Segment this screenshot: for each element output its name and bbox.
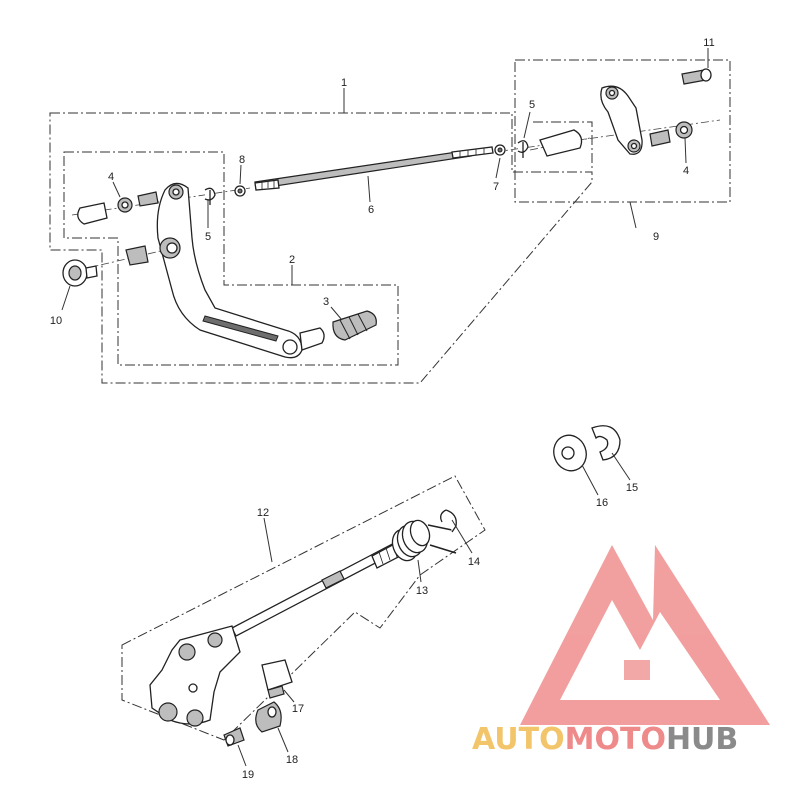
watermark-moto: MOTO [565, 722, 666, 757]
part-4-right-nut-hole [679, 125, 689, 135]
part-5-right-clip [517, 140, 529, 158]
callout-17: 17 [292, 703, 304, 715]
left-rod-end [77, 202, 108, 225]
part-8-washer-hole [237, 188, 243, 194]
right-rod-end [539, 129, 583, 157]
callout-5-right: 5 [529, 99, 535, 111]
watermark-auto: AUTO [472, 722, 565, 757]
callout-14: 14 [468, 556, 480, 568]
callout-7: 7 [493, 181, 499, 193]
part-6-rod [254, 146, 494, 191]
part-13-spring [391, 519, 457, 562]
upper-assembly-box [49, 59, 731, 384]
callout-9: 9 [653, 231, 659, 243]
lower-assembly-box [121, 475, 486, 741]
watermark-text: AUTOMOTOHUB [472, 722, 738, 757]
callout-labels: 1 2 3 4 4 5 5 6 7 8 9 10 11 12 13 14 15 … [50, 37, 715, 781]
callout-3: 3 [323, 296, 329, 308]
callout-2: 2 [289, 254, 295, 266]
callout-5-left: 5 [205, 231, 211, 243]
part-11-bolt [681, 68, 712, 85]
callout-19: 19 [242, 769, 254, 781]
part-4-left-nut-hole [121, 201, 129, 209]
leader-lines [61, 48, 709, 767]
callout-16: 16 [596, 497, 608, 509]
part-3-rubber [332, 310, 377, 341]
callout-18: 18 [286, 754, 298, 766]
callout-15: 15 [626, 482, 638, 494]
callout-6: 6 [368, 204, 374, 216]
part-2-shift-pedal [156, 182, 303, 359]
watermark-hub: HUB [666, 722, 738, 757]
callout-13: 13 [416, 585, 428, 597]
pedal-peg [299, 327, 325, 351]
callout-4-right: 4 [683, 165, 689, 177]
callout-11: 11 [703, 37, 714, 49]
callout-10: 10 [50, 315, 62, 327]
watermark-text-line: AUTOMOTOHUB [472, 722, 738, 757]
part-15-circlip [591, 425, 621, 461]
watermark-logo [520, 545, 770, 725]
part-10-pivot-bolt [62, 259, 98, 287]
left-stud [137, 191, 159, 207]
part-17-stud [261, 659, 293, 699]
part-19-screw [223, 727, 245, 747]
part-12-shift-shaft [149, 539, 407, 727]
right-stud [649, 129, 671, 147]
part-5-left-clip [204, 187, 216, 205]
callout-1: 1 [341, 77, 347, 89]
part-18-bushing [255, 701, 282, 733]
part-16-washer [553, 434, 587, 472]
part-7-washer-hole [497, 147, 503, 153]
pivot-bushing [125, 245, 149, 266]
callout-4-left: 4 [108, 171, 114, 183]
part-9-shift-arm [600, 85, 643, 155]
callout-12: 12 [257, 507, 269, 519]
callout-8: 8 [239, 154, 245, 166]
